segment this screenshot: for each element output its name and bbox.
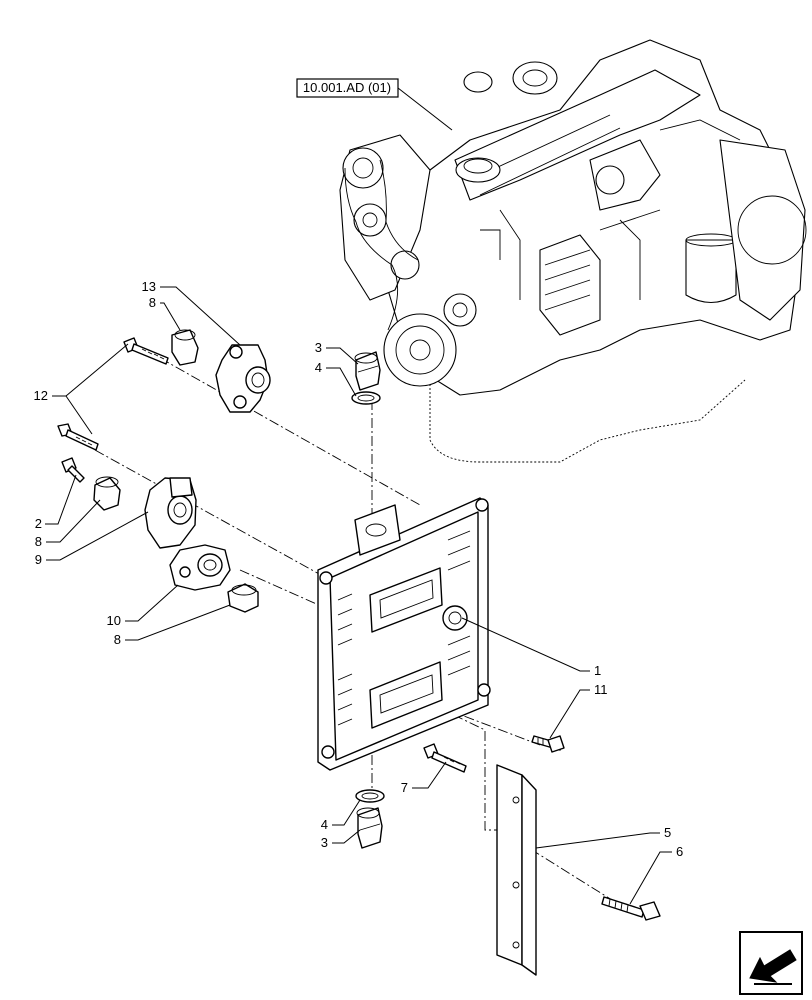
callout-3-lower[interactable]: 3 — [321, 835, 328, 850]
part-12-bolt-upper — [123, 337, 169, 365]
callout-7[interactable]: 7 — [401, 780, 408, 795]
callout-12[interactable]: 12 — [34, 388, 48, 403]
part-13-bracket — [215, 344, 271, 413]
part-12-bolt-lower — [57, 423, 99, 451]
part-5-bracket — [496, 764, 537, 976]
callout-6[interactable]: 6 — [676, 844, 683, 859]
callout-10[interactable]: 10 — [107, 613, 121, 628]
callout-5[interactable]: 5 — [664, 825, 671, 840]
part-4-washer-bottom — [355, 789, 385, 803]
engine-assembly — [339, 39, 807, 463]
part-7-bolt — [423, 743, 467, 773]
part-3-fitting-top — [354, 351, 381, 391]
callout-numbers: 13 8 12 2 8 9 10 8 3 4 1 11 7 4 3 5 6 — [34, 279, 684, 859]
part-4-washer-top — [351, 391, 381, 405]
part-2-bolt — [61, 457, 85, 483]
part-9-bracket — [144, 477, 197, 549]
part-1-ecu — [317, 497, 491, 771]
part-11-bolt — [531, 735, 565, 753]
callout-8-middle[interactable]: 8 — [35, 534, 42, 549]
part-8-sleeve-c — [227, 583, 259, 613]
part-8-sleeve-a — [171, 329, 199, 366]
callout-4-upper[interactable]: 4 — [315, 360, 322, 375]
reference-label[interactable]: 10.001.AD (01) — [303, 80, 391, 95]
reference-label-group[interactable]: 10.001.AD (01) — [296, 78, 453, 131]
callout-9[interactable]: 9 — [35, 552, 42, 567]
callout-1[interactable]: 1 — [594, 663, 601, 678]
part-3-fitting-bottom — [356, 807, 383, 849]
callout-8-lower[interactable]: 8 — [114, 632, 121, 647]
callout-13[interactable]: 13 — [142, 279, 156, 294]
part-8-sleeve-b — [93, 476, 121, 511]
part-6-bolt — [601, 896, 661, 921]
callout-8-upper[interactable]: 8 — [149, 295, 156, 310]
callout-2[interactable]: 2 — [35, 516, 42, 531]
part-10-bracket — [169, 544, 231, 591]
callout-leaders — [45, 286, 672, 905]
callout-4-lower[interactable]: 4 — [321, 817, 328, 832]
arrow-down-left-icon[interactable] — [739, 931, 803, 995]
reference-leader — [397, 87, 453, 131]
callout-11[interactable]: 11 — [594, 682, 608, 697]
callout-3-upper[interactable]: 3 — [315, 340, 322, 355]
